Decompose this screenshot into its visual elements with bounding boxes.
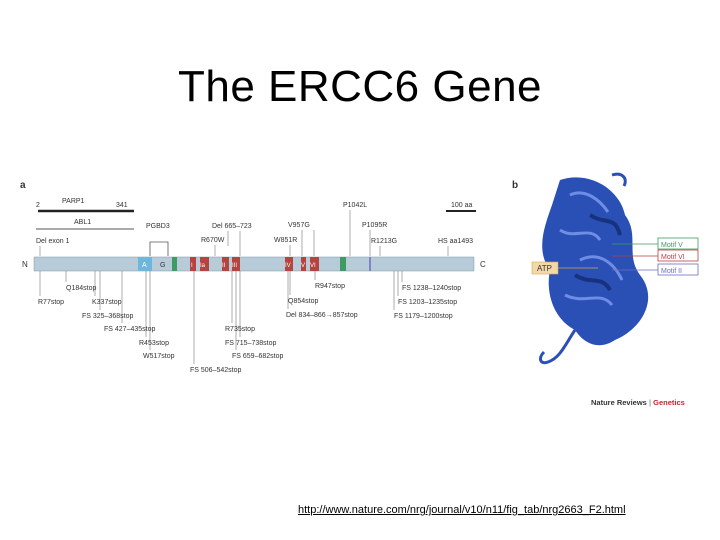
n-terminus-label: N xyxy=(22,260,28,269)
motif-iii xyxy=(232,257,240,271)
motif-v xyxy=(301,257,306,271)
domain-a-label: A xyxy=(142,262,147,269)
mut-fs427: FS 427–435stop xyxy=(104,326,155,333)
mut-fs715: FS 715–738stop xyxy=(225,340,276,347)
motif-ii-box xyxy=(657,263,699,276)
motif-ii xyxy=(222,257,229,271)
mut-r77stop: R77stop xyxy=(38,299,64,306)
journal-separator: | xyxy=(647,398,653,407)
upper-leader-lines xyxy=(39,210,449,256)
motif-vi-box xyxy=(657,249,699,262)
parp1-end-label: 341 xyxy=(116,202,128,209)
mut-fs1238: FS 1238–1240stop xyxy=(402,285,461,292)
mut-p1095r: P1095R xyxy=(362,222,387,229)
atp-label: ATP xyxy=(537,264,552,273)
motif-i-label: I xyxy=(191,263,193,269)
panel-a-label: a xyxy=(20,180,26,191)
mut-p1042l: P1042L xyxy=(343,202,367,209)
mut-fs1203: FS 1203–1235stop xyxy=(398,299,457,306)
motif-v-box xyxy=(657,237,699,250)
mut-r947stop: R947stop xyxy=(315,283,345,290)
domain-a xyxy=(138,257,152,271)
motif-vi xyxy=(310,257,319,271)
mut-fs506: FS 506–542stop xyxy=(190,367,241,374)
source-link[interactable]: http://www.nature.com/nrg/journal/v10/n1… xyxy=(298,504,626,516)
mut-fs1179: FS 1179–1200stop xyxy=(394,313,453,320)
motif-vi-label: VI xyxy=(310,263,316,269)
parp1-label: PARP1 xyxy=(62,198,85,205)
scale-label: 100 aa xyxy=(451,202,473,209)
domain-green-2 xyxy=(340,257,346,271)
mut-k337stop: K337stop xyxy=(92,299,122,306)
mut-fs659: FS 659–682stop xyxy=(232,353,283,360)
protein-bar xyxy=(33,256,475,272)
panel-b-label: b xyxy=(512,180,518,191)
slide-title: The ERCC6 Gene xyxy=(177,62,543,111)
mut-fs325: FS 325–368stop xyxy=(82,313,133,320)
mut-r670w: R670W xyxy=(201,237,225,244)
motif-ii-struct-label: Motif II xyxy=(661,268,682,275)
mut-w851r: W851R xyxy=(274,237,297,244)
journal-credit: Nature Reviews | Genetics xyxy=(591,398,685,407)
lower-leader-lines xyxy=(39,271,403,364)
motif-iv-label: IV xyxy=(285,263,291,269)
mut-w517stop: W517stop xyxy=(143,353,175,360)
mut-del834: Del 834–866→857stop xyxy=(286,312,358,319)
abl1-label: ABL1 xyxy=(74,219,91,226)
mut-del-exon1: Del exon 1 xyxy=(36,238,70,245)
motif-ii-label: II xyxy=(222,263,226,269)
domain-g-label: G xyxy=(160,262,165,269)
mut-r735stop: R735stop xyxy=(225,326,255,333)
motif-ia xyxy=(200,257,209,271)
motif-v-struct-label: Motif V xyxy=(661,242,683,249)
parp1-start-label: 2 xyxy=(36,202,40,209)
mut-hs-aa1493: HS aa1493 xyxy=(438,238,473,245)
mut-r1213g: R1213G xyxy=(371,238,397,245)
motif-iii-label: III xyxy=(232,263,237,269)
motif-v-label: V xyxy=(301,263,305,269)
mut-del-665: Del 665–723 xyxy=(212,223,252,230)
mut-q854stop: Q854stop xyxy=(288,298,318,305)
pgbd3-bracket xyxy=(149,241,169,256)
mut-v957g: V957G xyxy=(288,222,310,229)
motif-ia-label: Ia xyxy=(200,263,206,269)
motif-iv xyxy=(285,257,293,271)
protein-structure-image xyxy=(539,172,649,365)
journal-name: Nature Reviews xyxy=(591,398,647,407)
motif-vi-struct-label: Motif VI xyxy=(661,254,685,261)
mut-q184stop: Q184stop xyxy=(66,285,96,292)
mut-r453stop: R453stop xyxy=(139,340,169,347)
motif-i xyxy=(190,257,196,271)
pgbd3-label: PGBD3 xyxy=(146,223,170,230)
journal-section: Genetics xyxy=(653,398,685,407)
domain-green-1 xyxy=(172,257,177,271)
c-terminus-label: C xyxy=(480,260,486,269)
